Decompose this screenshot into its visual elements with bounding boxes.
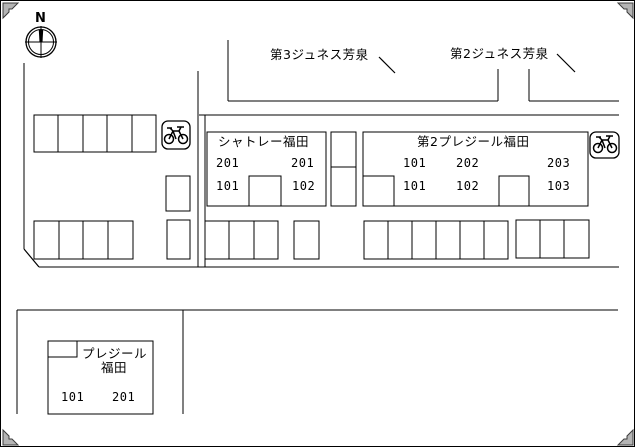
room-number: 201 [216,156,240,170]
corner-mark-top-left [2,2,20,20]
corner-mark-bottom-left [2,428,20,446]
building-dai2-plaisir-fukuda [362,131,589,207]
corner-mark-bottom-right [616,428,634,446]
label-pointer-dai3 [378,56,396,74]
bicycle-parking-right [589,131,620,159]
parking-dividers [539,220,565,258]
room-number: 103 [547,179,571,193]
diagonal-lines [23,53,576,268]
bicycle-icon [163,126,189,145]
building-title: 福田 [101,360,128,375]
building-entrance [362,175,395,207]
parking-row [33,114,157,153]
bicycle-box [161,120,191,150]
annex-unit [330,131,357,207]
room-number: 202 [456,156,480,170]
room-number: 102 [292,179,316,193]
label-pointer-dai2 [556,53,576,73]
parking-dividers [58,221,109,259]
parking-space [166,219,191,260]
parking-dividers [57,115,133,152]
building-entrance [47,340,78,358]
building-title: シャトレー福田 [218,134,310,149]
building-title: 第2プレジール福田 [417,134,530,149]
road-lines [16,40,619,414]
parking-areas [33,114,590,260]
compass-north-label: N [35,11,46,26]
building-plaisir-fukuda [47,340,154,415]
room-number: 201 [112,390,136,404]
building-outlines [47,131,589,415]
bicycle-icon [592,135,618,154]
building-title: プレジール [82,346,148,361]
room-number: 101 [216,179,240,193]
corner-mark-top-right [616,2,634,20]
parking-dividers [387,221,485,259]
room-number: 203 [547,156,571,170]
compass-icon [25,26,57,58]
room-number: 101 [403,156,427,170]
room-number: 201 [291,156,315,170]
bicycle-parking-left [161,120,191,150]
parking-space [165,175,191,212]
neighbor-building-label: 第3ジュネス芳泉 [270,47,369,62]
compass-needle [38,30,44,42]
room-number: 102 [456,179,480,193]
bicycle-box [589,131,620,159]
parking-space [293,220,320,260]
neighbor-building-label: 第2ジュネス芳泉 [450,46,549,61]
parking-dividers [228,221,255,259]
parking-row [204,220,279,260]
building-entrance [248,175,282,207]
room-number: 101 [403,179,427,193]
parking-row [515,219,590,259]
room-number: 101 [61,390,85,404]
west-block-corner-diagonal [23,248,40,268]
building-entrance [498,175,530,207]
